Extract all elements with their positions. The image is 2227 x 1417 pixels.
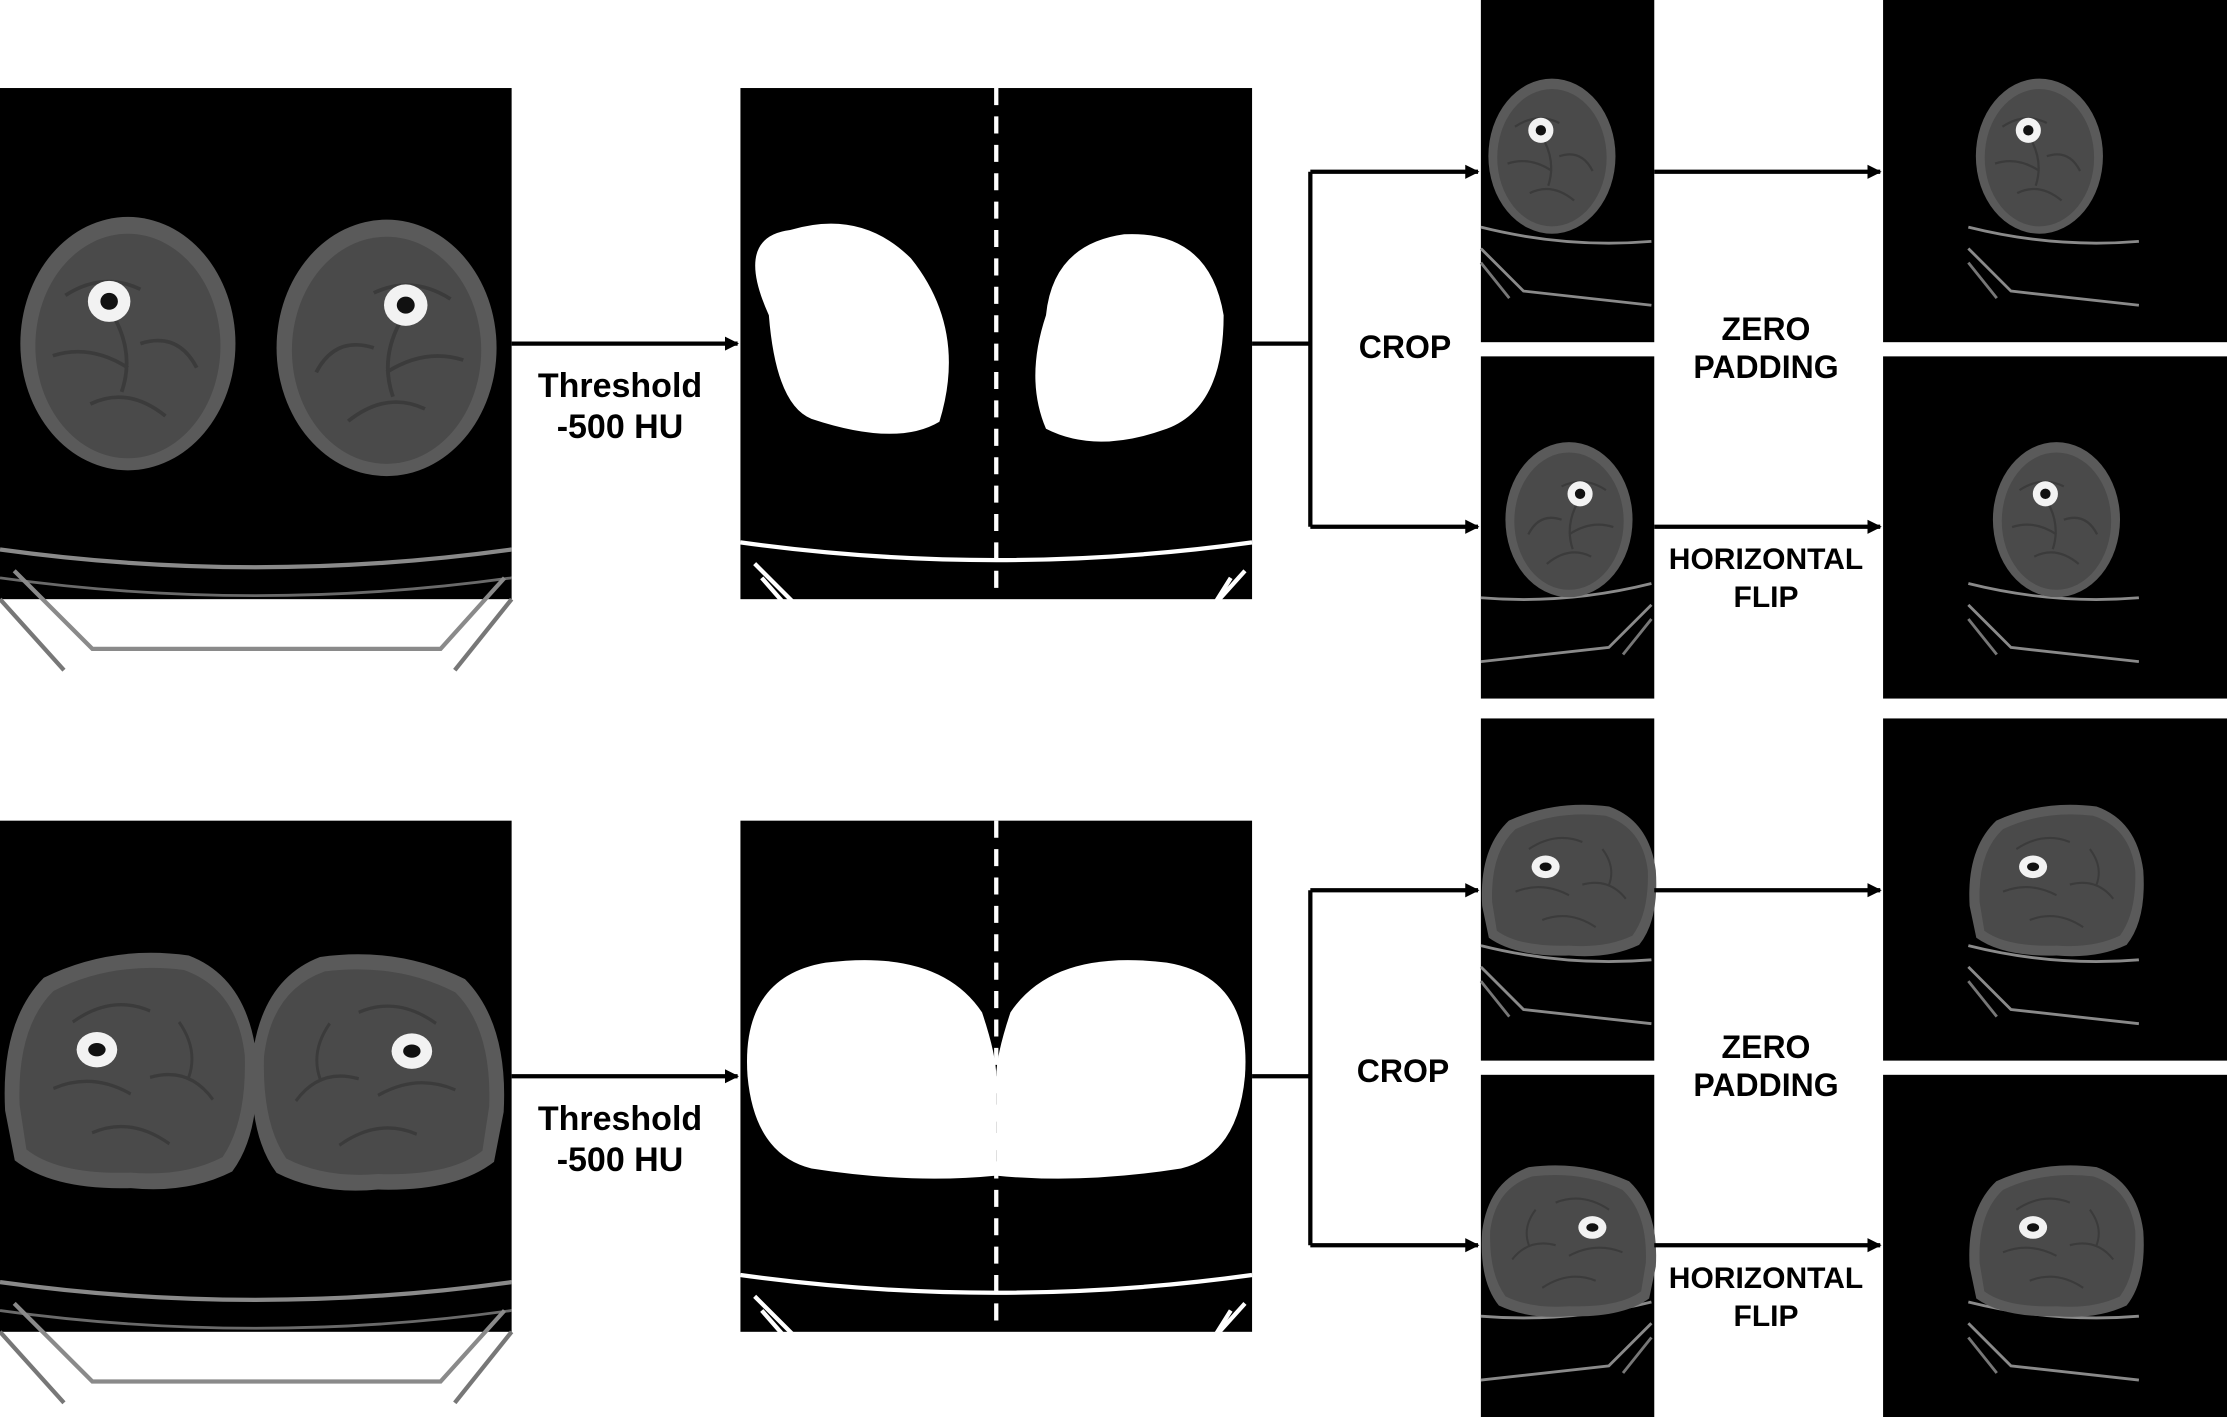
crop-label-1: CROP xyxy=(1358,329,1452,365)
horizontal-flip-label-1: HORIZONTAL FLIP xyxy=(1648,541,1884,616)
threshold-label-1-line1: Threshold xyxy=(537,367,703,405)
ct-scan-original-2 xyxy=(0,820,512,1403)
row-1 xyxy=(0,0,2227,699)
ct-scan-original-1 xyxy=(0,88,512,670)
threshold-label-1-line2: -500 HU xyxy=(556,407,684,446)
crop-tile-1a xyxy=(1479,0,1655,343)
zero-padding-label-2-line1: ZERO xyxy=(1721,1029,1811,1065)
threshold-label-1: Threshold -500 HU xyxy=(520,366,720,448)
padded-tile-1a xyxy=(1883,0,2227,343)
horizontal-flip-label-2-line1: HORIZONTAL xyxy=(1668,1262,1864,1295)
crop-label-2: CROP xyxy=(1356,1053,1450,1089)
zero-padding-label-2-line2: PADDING xyxy=(1693,1067,1839,1104)
padded-tile-1b xyxy=(1883,356,2227,699)
padded-tile-2a xyxy=(1883,718,2227,1061)
zero-padding-label-1: ZERO PADDING xyxy=(1666,310,1866,387)
zero-padding-label-2: ZERO PADDING xyxy=(1666,1028,1866,1105)
crop-tile-2a xyxy=(1479,718,1658,1061)
threshold-mask-2 xyxy=(740,820,1252,1375)
arrow-crop-branch-2 xyxy=(1252,883,1480,1253)
row-2 xyxy=(0,718,2227,1417)
zero-padding-label-1-line1: ZERO xyxy=(1721,311,1811,347)
crop-tile-1b xyxy=(1479,356,1655,699)
threshold-mask-1 xyxy=(740,88,1252,642)
threshold-label-2-line1: Threshold xyxy=(537,1100,703,1138)
threshold-label-2-line2: -500 HU xyxy=(556,1140,684,1179)
zero-padding-label-1-line2: PADDING xyxy=(1693,349,1839,386)
crop-tile-2b xyxy=(1479,1074,1658,1417)
arrow-crop-branch-1 xyxy=(1252,164,1480,534)
horizontal-flip-label-1-line1: HORIZONTAL xyxy=(1668,543,1864,576)
padded-tile-2b xyxy=(1883,1074,2227,1417)
horizontal-flip-label-1-line2: FLIP xyxy=(1733,580,1799,614)
threshold-label-2: Threshold -500 HU xyxy=(520,1099,720,1181)
horizontal-flip-label-2: HORIZONTAL FLIP xyxy=(1648,1260,1884,1335)
horizontal-flip-label-2-line2: FLIP xyxy=(1733,1299,1799,1333)
